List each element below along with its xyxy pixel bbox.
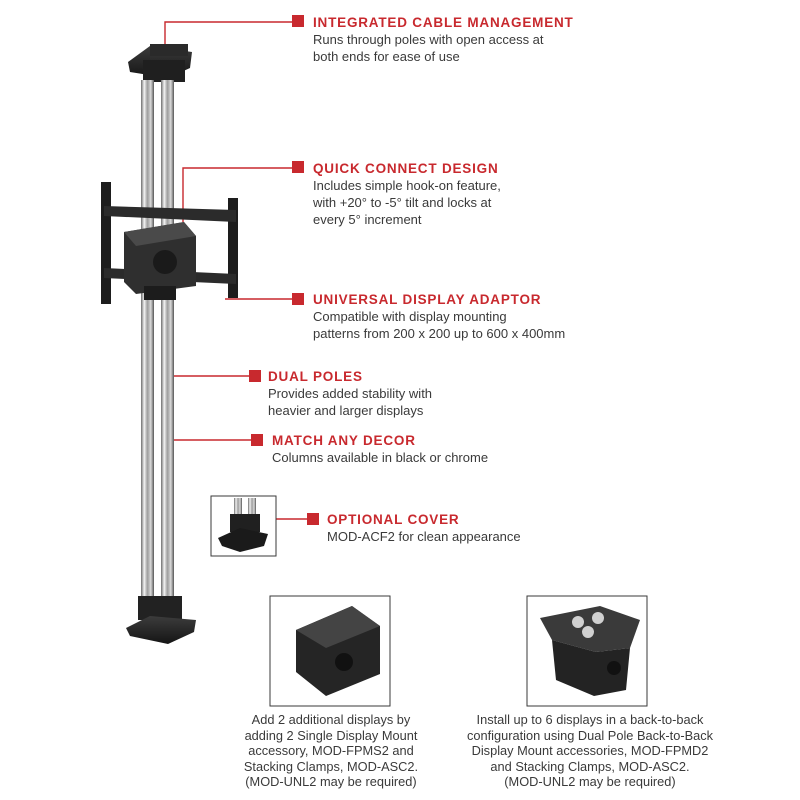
feature-title: INTEGRATED CABLE MANAGEMENT <box>313 15 574 30</box>
feature-quick-connect-design: QUICK CONNECT DESIGN Includes simple hoo… <box>313 161 501 228</box>
feature-match-any-decor: MATCH ANY DECOR Columns available in bla… <box>272 433 488 466</box>
feature-title: OPTIONAL COVER <box>327 512 460 527</box>
leader-quick-connect <box>182 167 293 222</box>
caption-line: Display Mount accessories, MOD-FPMD2 <box>471 743 709 759</box>
caption-line: Install up to 6 displays in a back-to-ba… <box>476 712 704 727</box>
feature-desc-line: heavier and larger displays <box>268 403 424 418</box>
feature-title: QUICK CONNECT DESIGN <box>313 161 499 176</box>
caption-line: (MOD-UNL2 may be required) <box>504 774 676 790</box>
feature-desc-line: Compatible with display mounting <box>313 309 507 324</box>
back-to-back-mount-photo-icon <box>526 595 648 707</box>
caption-back-to-back-mount: Install up to 6 displays in a back-to-ba… <box>452 712 728 790</box>
feature-title: DUAL POLES <box>268 369 363 384</box>
feature-optional-cover: OPTIONAL COVER MOD-ACF2 for clean appear… <box>327 512 521 545</box>
leader-lines <box>164 21 308 520</box>
caption-single-display-mount: Add 2 additional displays by adding 2 Si… <box>226 712 436 790</box>
caption-line: Add 2 additional displays by <box>251 712 411 727</box>
feature-desc-line: Runs through poles with open access at <box>313 32 544 47</box>
feature-dual-poles: DUAL POLES Provides added stability with… <box>268 369 432 419</box>
feature-desc-line: Includes simple hook-on feature, <box>313 178 501 193</box>
floor-to-ceiling-dual-pole-mount-icon <box>101 44 238 644</box>
feature-universal-display-adaptor: UNIVERSAL DISPLAY ADAPTOR Compatible wit… <box>313 292 565 342</box>
caption-line: adding 2 Single Display Mount <box>244 727 418 743</box>
caption-line: Stacking Clamps, MOD-ASC2. <box>243 758 419 774</box>
feature-title: UNIVERSAL DISPLAY ADAPTOR <box>313 292 542 307</box>
feature-desc-line: both ends for ease of use <box>313 49 460 64</box>
caption-line: and Stacking Clamps, MOD-ASC2. <box>490 758 690 774</box>
caption-line: accessory, MOD-FPMS2 and <box>248 743 414 759</box>
feature-desc-line: MOD-ACF2 for clean appearance <box>327 529 521 544</box>
feature-desc-line: with +20° to -5° tilt and locks at <box>313 195 492 210</box>
feature-desc-line: Columns available in black or chrome <box>272 450 489 465</box>
feature-title: MATCH ANY DECOR <box>272 433 416 448</box>
single-display-mount-photo-icon <box>269 595 391 707</box>
optional-cover-photo-icon <box>210 495 277 557</box>
feature-desc-line: every 5° increment <box>313 212 422 227</box>
leader-markers <box>249 15 319 525</box>
feature-desc-line: Provides added stability with <box>268 386 433 401</box>
feature-desc-line: patterns from 200 x 200 up to 600 x 400m… <box>313 326 566 341</box>
caption-line: configuration using Dual Pole Back-to-Ba… <box>466 727 714 743</box>
caption-line: (MOD-UNL2 may be required) <box>245 774 417 790</box>
feature-integrated-cable-management: INTEGRATED CABLE MANAGEMENT Runs through… <box>313 15 574 65</box>
